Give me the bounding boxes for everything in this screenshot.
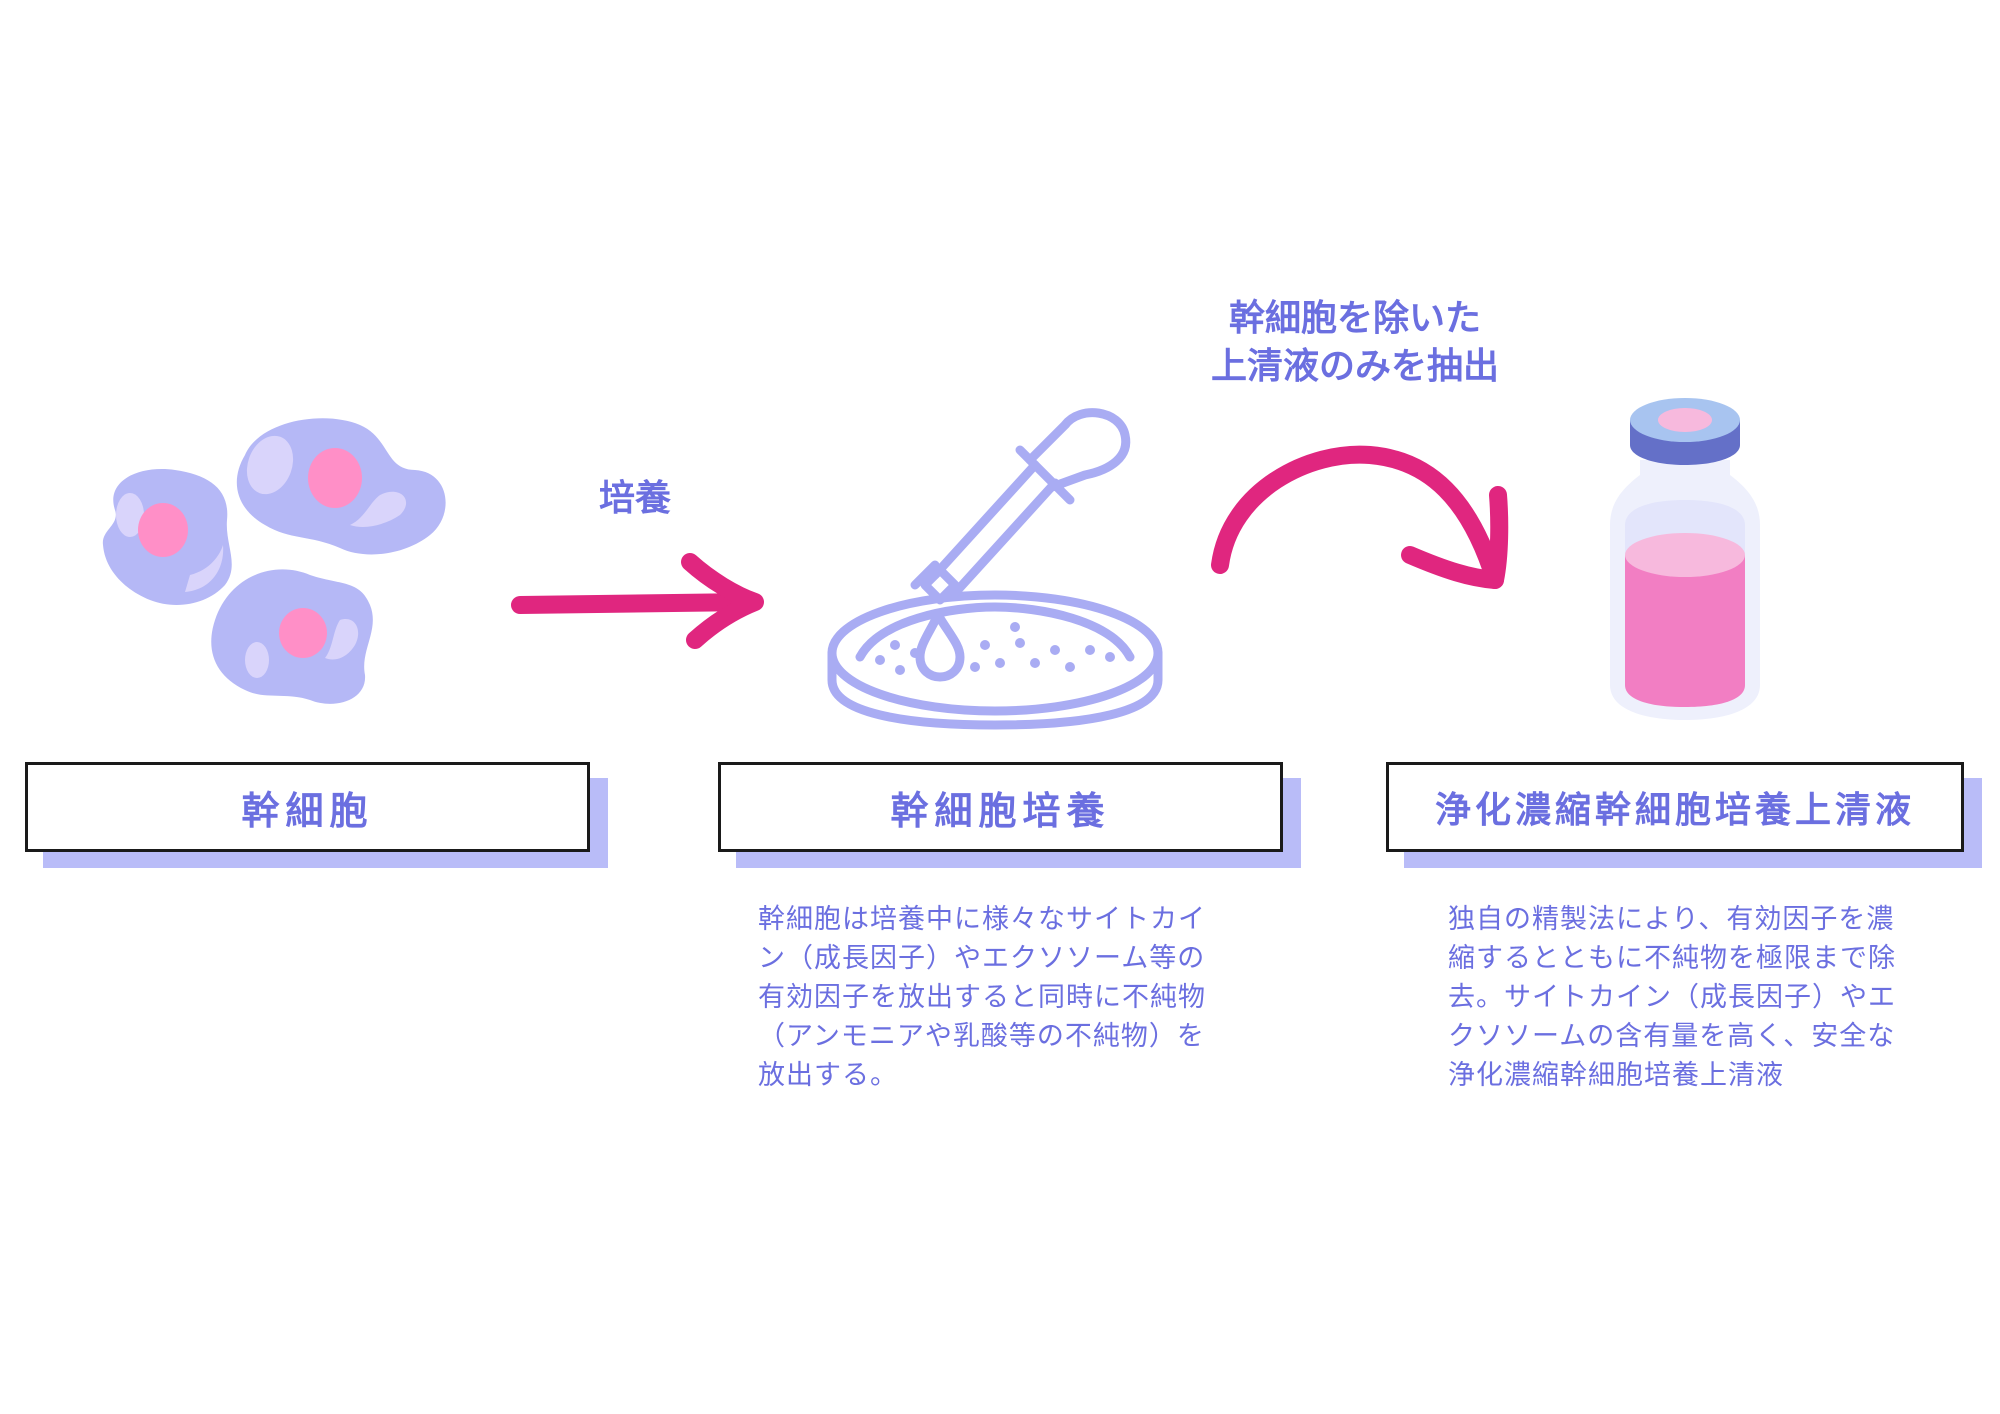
vial-icon <box>1610 398 1760 720</box>
stem-cells-icon <box>102 418 446 704</box>
arrow-right-icon <box>511 553 764 649</box>
product-description: 独自の精製法により、有効因子を濃 縮するとともに不純物を極限まで除 去。サイトカ… <box>1448 904 1896 1091</box>
step-label-stem-cell-culture: 幹細胞培養 <box>718 762 1283 852</box>
culture-description: 幹細胞は培養中に様々なサイトカイ ン（成長因子）やエクソソーム等の 有効因子を放… <box>758 904 1206 1091</box>
step-label-stem-cell: 幹細胞 <box>25 762 590 852</box>
culture-arrow-label: 培養 <box>598 478 671 519</box>
curved-arrow-icon <box>1211 445 1509 589</box>
extract-arrow-label: 幹細胞を除いた 上清液のみを抽出 <box>1210 298 1499 387</box>
petri-dish-dropper-icon <box>827 408 1163 730</box>
step-label-purified-supernatant: 浄化濃縮幹細胞培養上清液 <box>1386 762 1964 852</box>
